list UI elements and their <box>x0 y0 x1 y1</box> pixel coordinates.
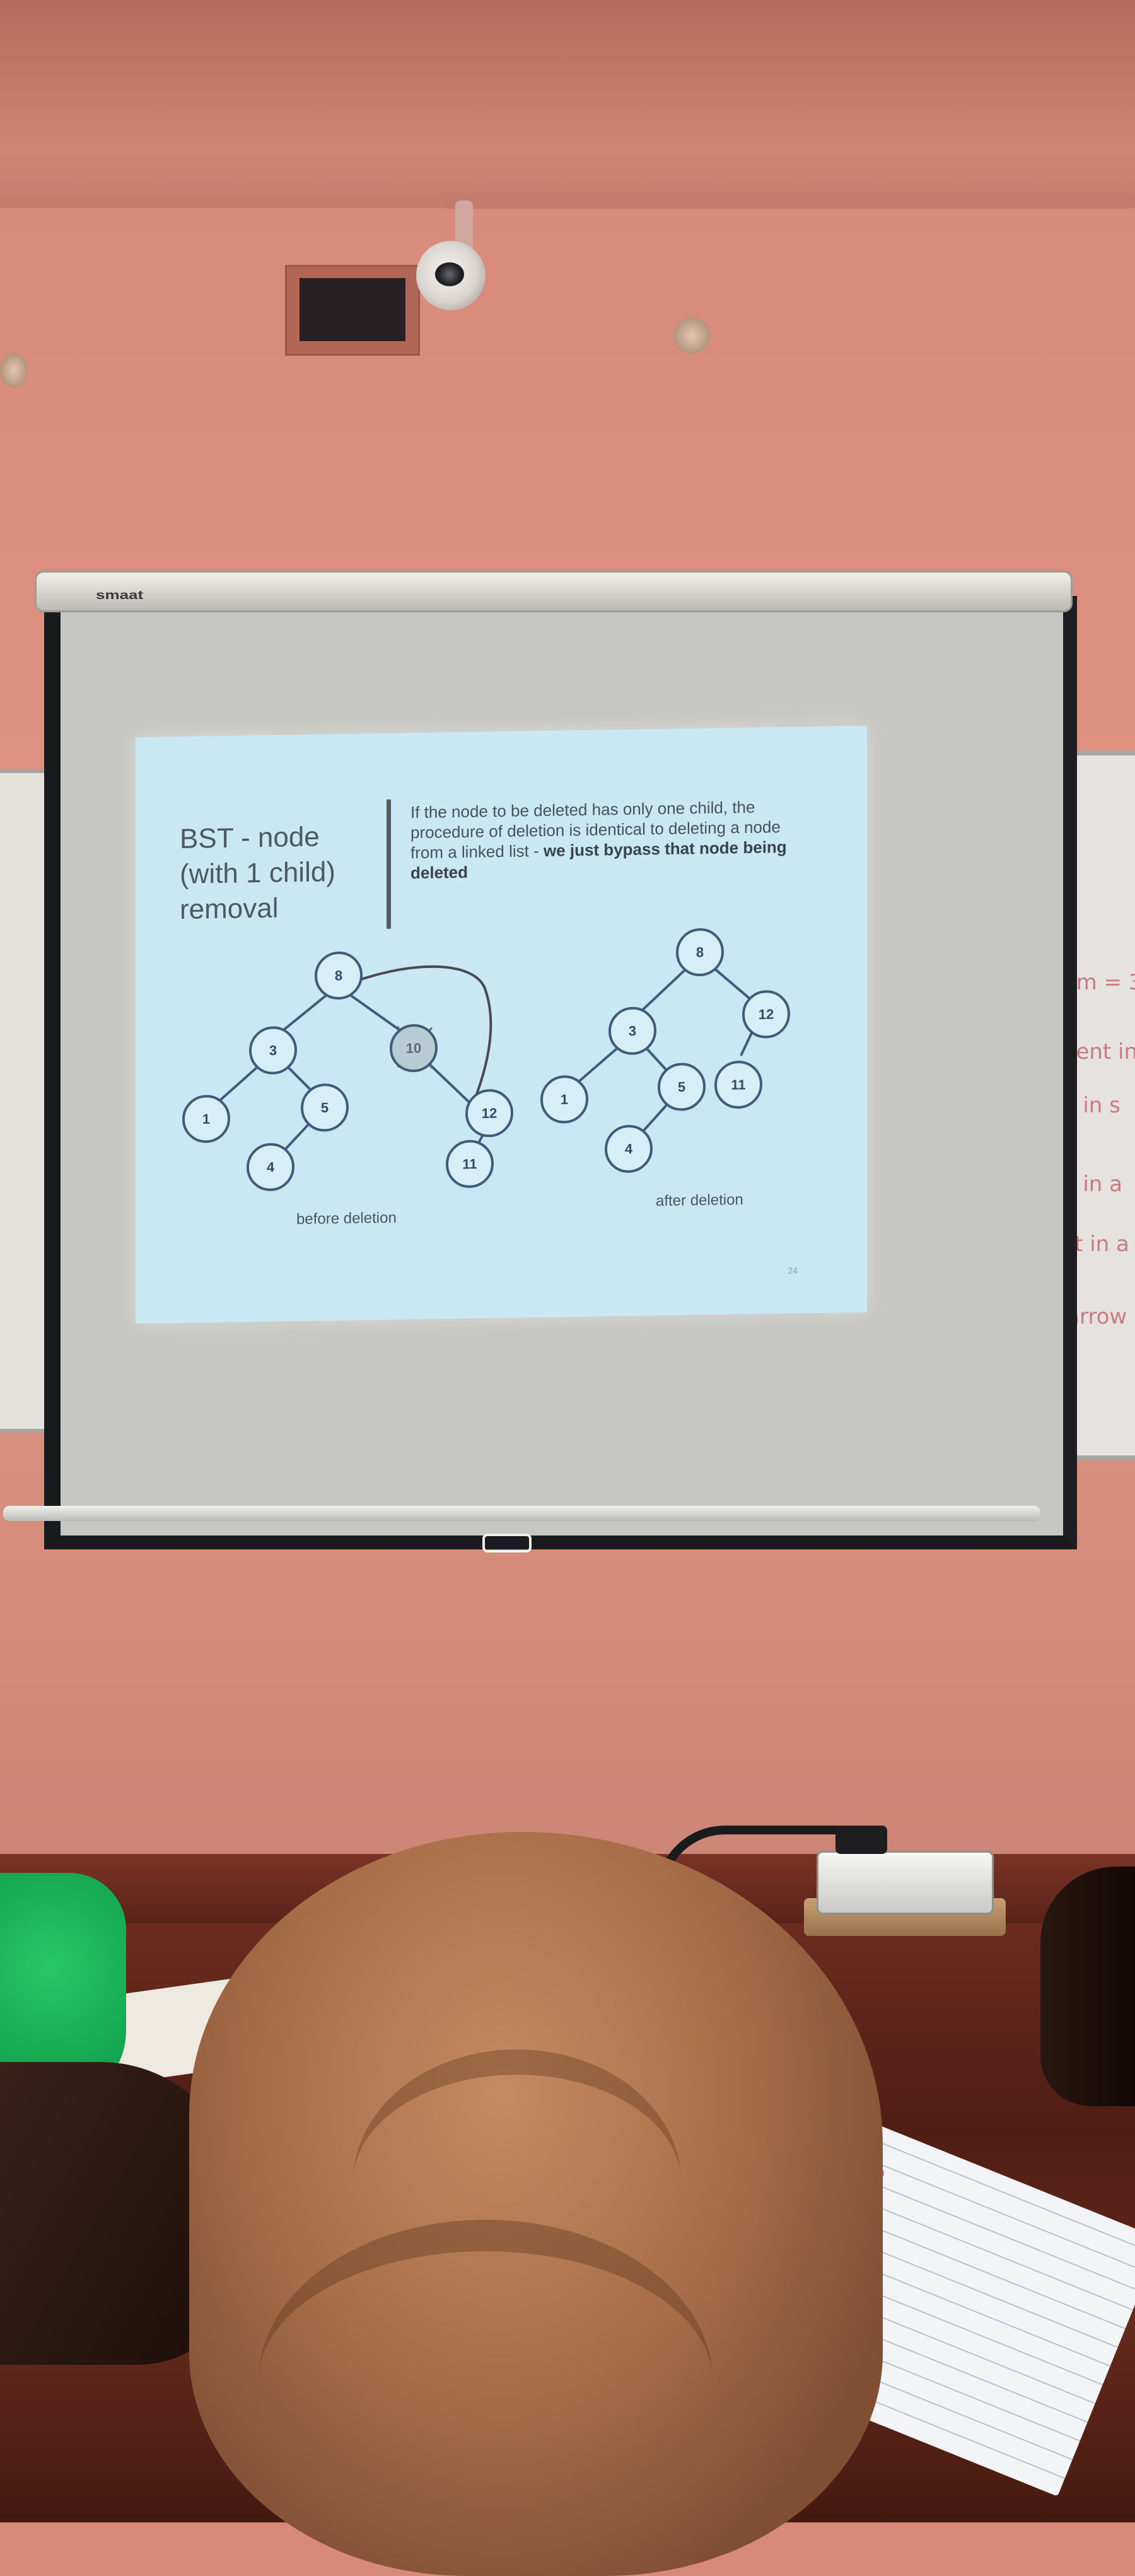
after-label-5: 5 <box>678 1079 685 1095</box>
after-node-1 <box>540 1075 588 1124</box>
camera-lens <box>435 262 464 286</box>
before-node-4 <box>247 1143 294 1191</box>
before-label-5: 5 <box>321 1100 329 1116</box>
ceiling <box>0 0 1135 218</box>
after-label-4: 4 <box>625 1141 633 1157</box>
after-node-12 <box>742 990 790 1039</box>
before-tree-nodes <box>182 952 513 1191</box>
power-extension <box>817 1851 994 1915</box>
screen-roller-case <box>35 571 1073 612</box>
after-label-12: 12 <box>759 1006 774 1022</box>
before-node-12 <box>465 1089 513 1138</box>
after-node-5 <box>658 1063 706 1111</box>
before-label-4: 4 <box>267 1159 275 1175</box>
before-node-1 <box>182 1095 230 1143</box>
screen-bottom-bar <box>3 1506 1040 1521</box>
security-camera <box>416 241 486 310</box>
screen-brand-label: smaat <box>96 587 144 602</box>
before-label-10: 10 <box>406 1040 421 1056</box>
wall-knob-center <box>673 317 710 354</box>
before-label-8: 8 <box>335 967 342 983</box>
after-node-3 <box>608 1006 656 1055</box>
before-node-5 <box>301 1083 349 1132</box>
wall-knob-left <box>0 353 28 388</box>
projected-slide: BST - node (with 1 child) removal If the… <box>136 725 867 1324</box>
after-label-8: 8 <box>696 944 704 960</box>
before-label-11: 11 <box>462 1156 477 1172</box>
before-node-10-deleted <box>390 1024 438 1073</box>
after-node-11 <box>714 1061 762 1109</box>
power-plug <box>835 1826 887 1854</box>
before-label-1: 1 <box>202 1111 210 1127</box>
before-label-3: 3 <box>269 1042 277 1058</box>
after-tree-nodes <box>540 928 790 1173</box>
before-label-12: 12 <box>482 1105 497 1121</box>
air-vent <box>285 265 420 356</box>
caption-before-deletion: before deletion <box>296 1209 397 1228</box>
student-arm-right <box>1040 1867 1135 2106</box>
before-node-11 <box>446 1139 494 1188</box>
before-node-3 <box>249 1026 297 1075</box>
slide-number: 24 <box>788 1265 798 1276</box>
after-node-4 <box>605 1124 653 1173</box>
screen-pull-handle <box>482 1534 532 1553</box>
scarf-fold-lower <box>259 2220 713 2541</box>
vent-opening <box>300 278 405 341</box>
conduit-pipe <box>441 192 1135 209</box>
tree-diagrams: 8 3 10 1 5 12 4 11 8 3 12 1 5 11 4 <box>182 928 790 1191</box>
before-node-8 <box>315 952 363 1000</box>
after-label-3: 3 <box>629 1023 636 1039</box>
after-node-8 <box>676 928 724 977</box>
caption-after-deletion: after deletion <box>656 1191 743 1210</box>
after-label-1: 1 <box>561 1092 568 1107</box>
after-label-11: 11 <box>731 1076 745 1092</box>
